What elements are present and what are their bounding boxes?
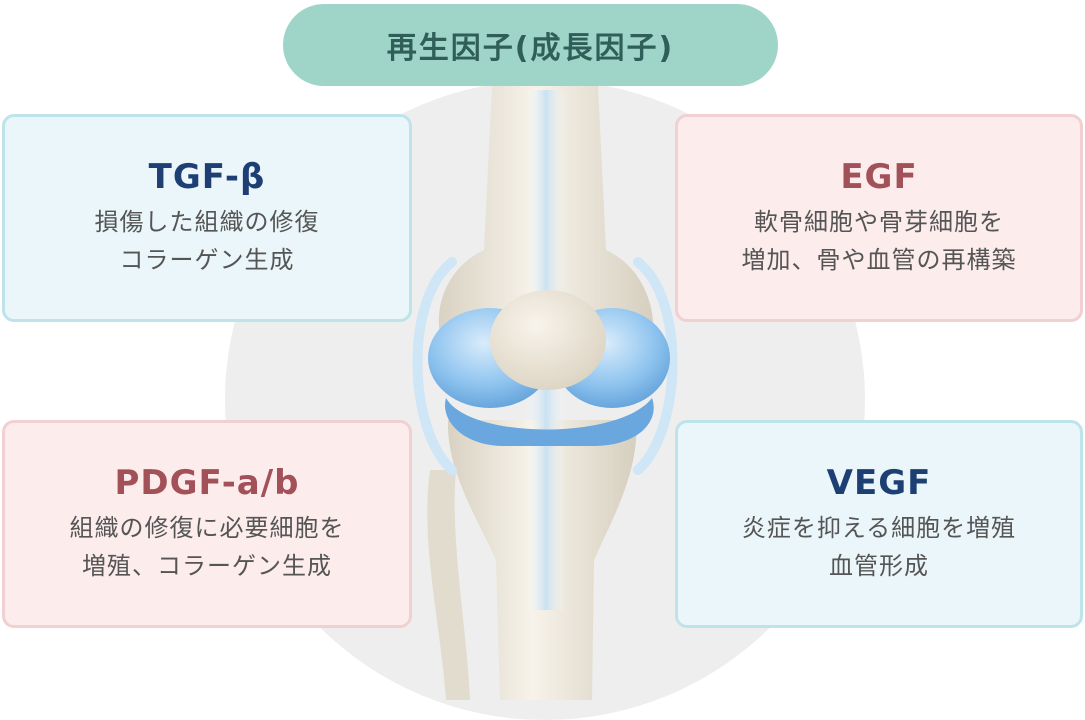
description-line: 増殖、コラーゲン生成: [82, 552, 332, 580]
factor-description: 損傷した組織の修復 コラーゲン生成: [95, 203, 320, 279]
description-line: 損傷した組織の修復: [94, 208, 320, 236]
knee-diagram: 再生因子(成長因子) TGF-β 損傷した組織の修復 コラーゲン生成 EGF 軟…: [2, 4, 1083, 720]
factor-description: 組織の修復に必要細胞を 増殖、コラーゲン生成: [70, 509, 345, 585]
factor-card-vegf: VEGF 炎症を抑える細胞を増殖 血管形成: [675, 420, 1083, 628]
page-title: 再生因子(成長因子): [386, 31, 675, 66]
factor-description: 炎症を抑える細胞を増殖 血管形成: [742, 509, 1016, 585]
factor-name: PDGF-a/b: [114, 463, 300, 503]
joint-capsule: [412, 257, 457, 475]
factor-description: 軟骨細胞や骨芽細胞を 増加、骨や血管の再構築: [742, 203, 1017, 279]
patella: [490, 290, 606, 390]
description-line: 軟骨細胞や骨芽細胞を: [754, 208, 1004, 236]
description-line: 組織の修復に必要細胞を: [69, 514, 345, 542]
description-line: コラーゲン生成: [119, 246, 295, 274]
title-banner: 再生因子(成長因子): [283, 4, 778, 86]
factor-name: TGF-β: [148, 157, 266, 197]
factor-card-pdgf: PDGF-a/b 組織の修復に必要細胞を 増殖、コラーゲン生成: [2, 420, 412, 628]
factor-card-egf: EGF 軟骨細胞や骨芽細胞を 増加、骨や血管の再構築: [675, 114, 1083, 322]
description-line: 炎症を抑える細胞を増殖: [741, 514, 1017, 542]
meniscus: [445, 398, 654, 446]
factor-name: EGF: [840, 157, 918, 197]
description-line: 増加、骨や血管の再構築: [741, 246, 1017, 274]
factor-card-tgf-beta: TGF-β 損傷した組織の修復 コラーゲン生成: [2, 114, 412, 322]
description-line: 血管形成: [829, 552, 929, 580]
fibula-bone: [427, 470, 470, 700]
knee-joint-illustration: [412, 86, 678, 700]
factor-name: VEGF: [826, 463, 932, 503]
